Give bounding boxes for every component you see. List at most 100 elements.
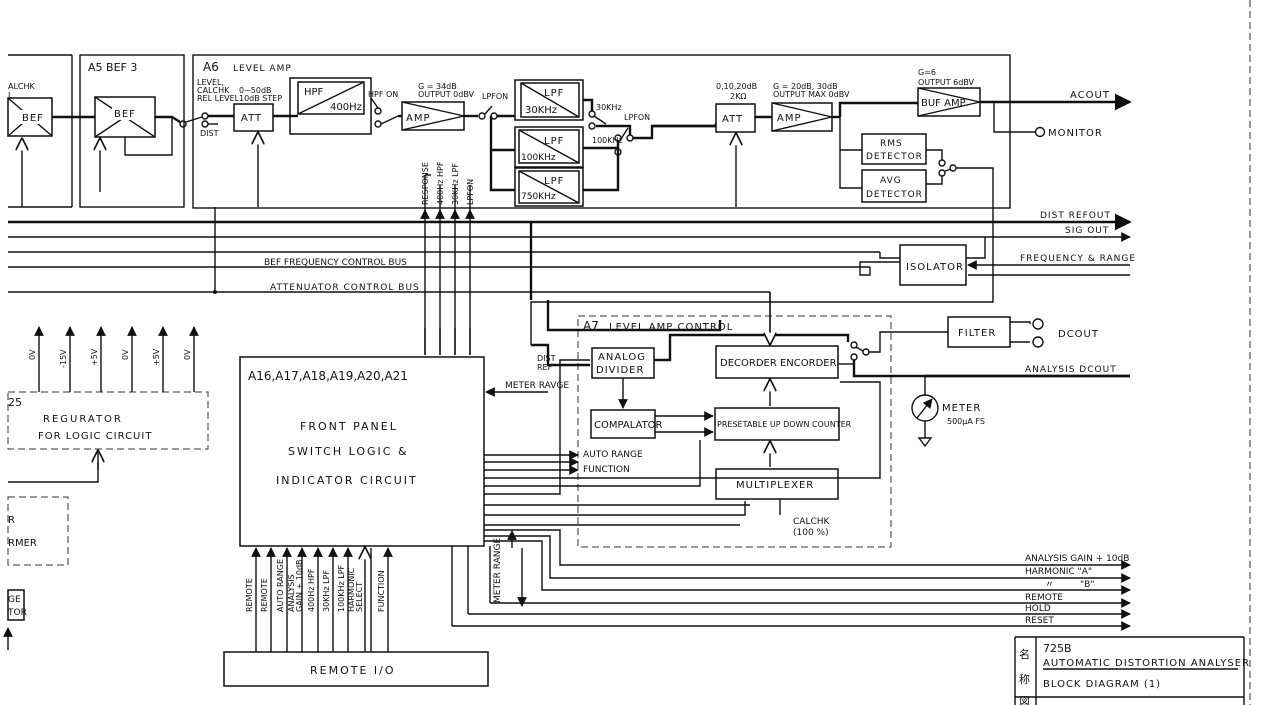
amp1-spec-2: OUTPUT 0dBV (418, 90, 475, 99)
buf-spec-1: G=6 (918, 68, 936, 77)
bef-a5-label: BEF (114, 109, 136, 120)
out-harmonic-b-ditto: 〃 (1045, 580, 1054, 590)
multiplexer-block: MULTIPLEXER (715, 468, 839, 500)
remote-io-label: REMOTE I/O (310, 664, 396, 677)
lpf3-freq: 750KHz (521, 192, 556, 202)
amp2-spec-2: OUTPUT MAX 0dBV (773, 90, 850, 99)
transformer-partial: R RMER (7, 496, 69, 566)
avg-detector-block: AVG DETECTOR (861, 169, 927, 203)
amp2-block: AMP (771, 102, 833, 132)
volt-label-5: 0V (183, 349, 192, 360)
dist-label: DIST (200, 129, 219, 138)
lpf-on-1-label: LPFON (482, 92, 508, 101)
a7-title: LEVEL AMP CONTROL (609, 322, 733, 333)
remote-line-9: FUNCTION (377, 570, 386, 612)
meter-range-vertical: METER RANGE (493, 537, 503, 603)
analysis-dcout-label: ANALYSIS DCOUT (1025, 365, 1117, 375)
rms-label-2: DETECTOR (866, 152, 923, 162)
hpf-on-label: HPF ON (368, 90, 398, 99)
a5-label: A5 BEF 3 (88, 61, 137, 74)
amp1-block: AMP (401, 101, 465, 131)
acout-label: ACOUT (1070, 90, 1110, 101)
dcout-label: DCOUT (1058, 329, 1099, 340)
meter-ravge-label: METER RAVGE (505, 381, 569, 391)
lpf3-label: LPF (544, 176, 564, 187)
regurator-block: 25 REGURATOR FOR LOGIC CIRCUIT (7, 391, 209, 450)
a6-label: A6 (203, 60, 219, 74)
front-panel-line-1: FRONT PANEL (300, 420, 398, 433)
lpf2-freq: 100KHz (521, 153, 556, 163)
front-panel-line-3: INDICATOR CIRCUIT (276, 474, 418, 487)
out-harmonic-b-label: "B" (1080, 580, 1094, 590)
output-lines: ANALYSIS GAIN + 10dB HARMONIC "A" 〃 "B" … (452, 529, 1131, 631)
level-label-3: REL LEVEL (197, 94, 240, 103)
amp2-label: AMP (777, 113, 802, 124)
meter-symbol (911, 394, 939, 422)
transformer-r: R (8, 515, 15, 526)
range-indicator-partial: GE TOR (3, 589, 27, 650)
analog-label-1: ANALOG (598, 352, 646, 363)
multiplexer-label: MULTIPLEXER (736, 480, 814, 491)
title-name-kanji-2: 称 (1019, 672, 1030, 686)
remote-line-4a: ANALYSIS (287, 574, 296, 612)
dcout-terminal-2 (1032, 336, 1044, 348)
title-row3-kanji: 図 (1019, 695, 1030, 705)
att2-block: ATT (715, 103, 756, 133)
voltage-rails: 0V -15V +5V 0V +5V 0V (28, 326, 199, 392)
decorder-encorder-block: DECORDER ENCORDER (715, 345, 839, 379)
remote-line-3: AUTO RANGE (276, 559, 285, 612)
remote-line-5: 400Hz HPF (307, 568, 316, 612)
hpf-block: HPF 400Hz (289, 77, 372, 135)
rms-label-1: RMS (880, 139, 903, 149)
ge-label: GE (8, 595, 21, 605)
front-panel-line-2: SWITCH LOGIC & (288, 445, 409, 458)
compalator-label: COMPALATOR (594, 420, 663, 431)
amp2-spec-1: G = 20dB, 30dB (773, 82, 838, 91)
volt-label-4: +5V (152, 348, 161, 366)
dist-refout-label: DIST REFOUT (1040, 211, 1111, 221)
remote-line-6: 30KHz LPF (322, 570, 331, 612)
att1-spec-2: 10dB STEP (239, 94, 282, 103)
buf-amp-block: BUF AMP (917, 87, 981, 117)
meter-label: METER (942, 403, 981, 414)
isolator-block: ISOLATOR (899, 244, 967, 286)
att1-spec-1: 0~50dB (239, 86, 272, 95)
bef-bus-label: BEF FREQUENCY CONTROL BUS (264, 258, 407, 268)
buf-amp-label: BUF AMP (921, 98, 966, 109)
vert-30khz-lpf: 30KHz LPF (451, 163, 460, 205)
out-analysis-gain-label: ANALYSIS GAIN + 10dB (1025, 554, 1129, 564)
sw-30khz-label: 30KHz (596, 103, 622, 112)
att-bus-label: ATTENUATOR CONTROL BUS (270, 283, 420, 293)
dcout-terminal-1 (1032, 318, 1044, 330)
hpf-label: HPF (304, 87, 324, 98)
front-panel-title: A16,A17,A18,A19,A20,A21 (248, 369, 408, 383)
sw-100khz-label: 100KHz (592, 136, 623, 145)
remote-line-7: 100KHz LPF (337, 564, 346, 612)
title-name-kanji: 名 (1019, 647, 1030, 661)
remote-line-8b: SELECT (355, 582, 364, 612)
tor-label: TOR (7, 608, 27, 618)
isolator-label: ISOLATOR (906, 262, 964, 273)
dist-ref-label-2: REF (537, 363, 553, 372)
amp1-spec-1: G = 34dB (418, 82, 457, 91)
volt-label-2: +5V (90, 348, 99, 366)
auto-range-label: AUTO RANGE (583, 450, 643, 460)
lpf2-label: LPF (544, 136, 564, 147)
bus-lines: DIST REFOUT SIG OUT BEF FREQUENCY CONTRO… (8, 207, 1132, 345)
att2-label: ATT (722, 114, 743, 125)
freq-range-label: FREQUENCY & RANGE (1020, 254, 1136, 264)
filter-block: FILTER (947, 316, 1011, 348)
level-label-2: CALCHK (197, 86, 230, 95)
calchk-l-label: L (8, 91, 13, 100)
remote-line-1: REMOTE (245, 578, 254, 612)
decorder-label: DECORDER ENCORDER (720, 358, 837, 369)
att1-block: ATT (233, 103, 274, 132)
remote-io-lines: REMOTE REMOTE AUTO RANGE ANALYSIS GAIN +… (245, 548, 393, 652)
lpf-100khz-block: LPF 100KHz (514, 126, 584, 168)
analog-divider-block: ANALOG DIVIDER (591, 347, 655, 379)
remote-line-8a: HARMONIC (347, 567, 356, 612)
a5-bef3-module: A5 BEF 3 ALCHK L (8, 54, 185, 208)
monitor-terminal (1034, 126, 1046, 138)
meter-spec: 500μA FS (947, 417, 985, 426)
out-hold-label: HOLD (1025, 604, 1051, 614)
